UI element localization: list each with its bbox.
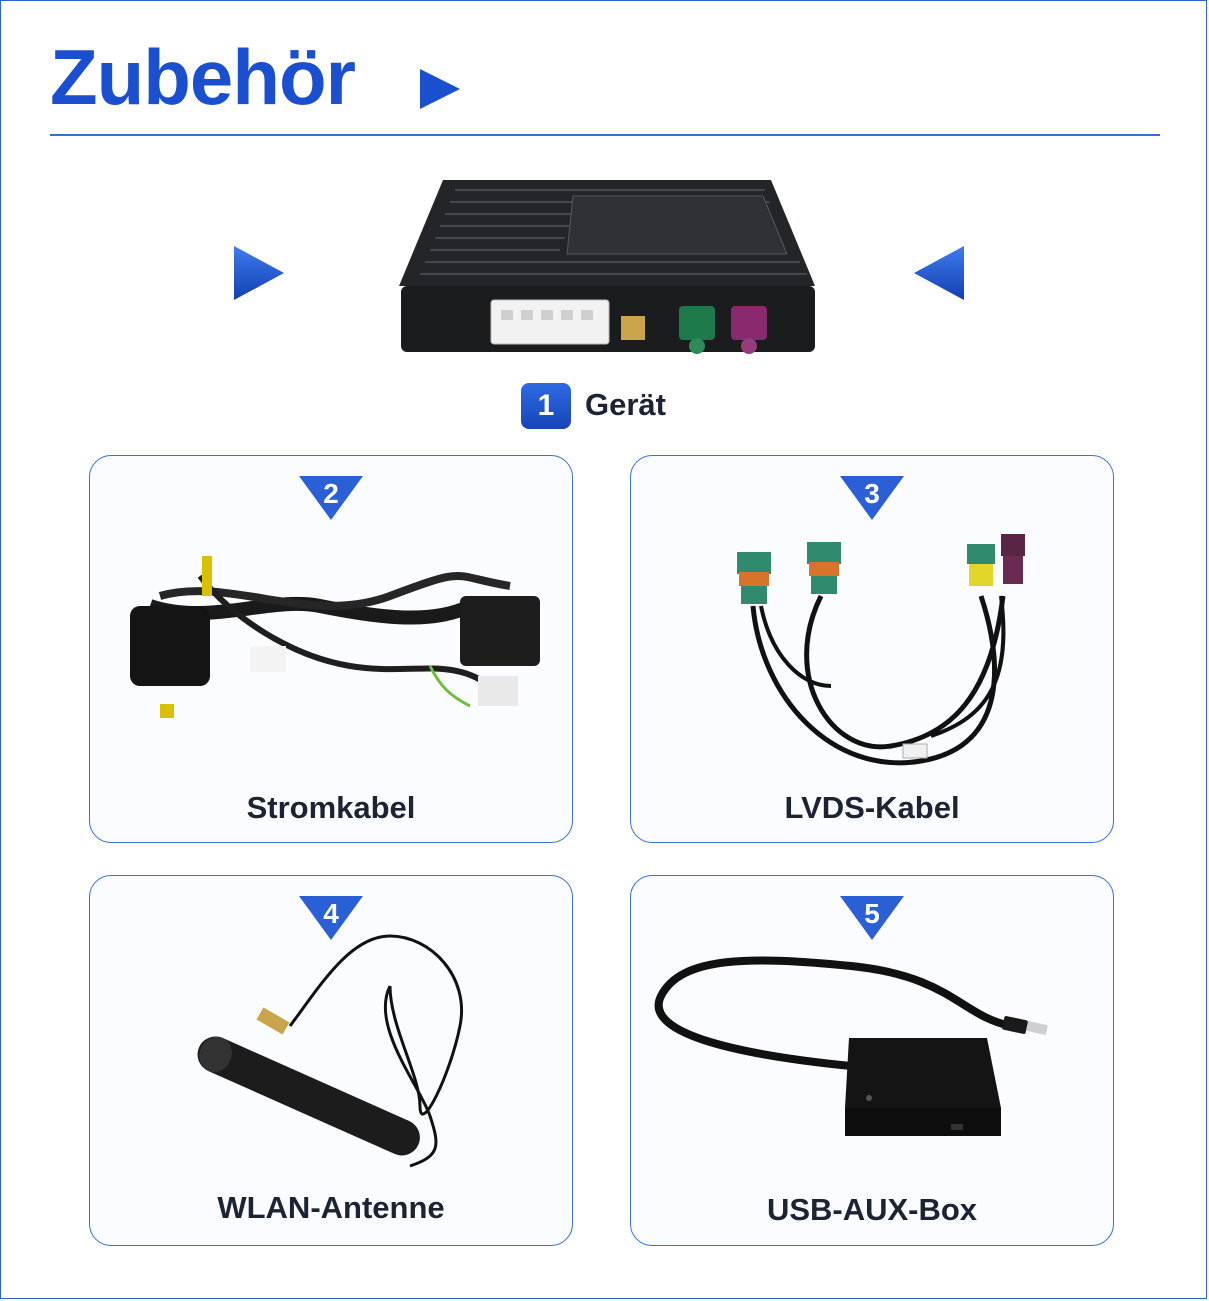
card-label: WLAN-Antenne bbox=[217, 1190, 445, 1225]
device-label: Gerät bbox=[585, 387, 666, 422]
device-image bbox=[399, 180, 815, 354]
card-stromkabel: 2 Stromkabel bbox=[89, 455, 573, 843]
badge-triangle-icon bbox=[840, 476, 904, 520]
arrow-right-icon bbox=[234, 246, 284, 300]
card-label: LVDS-Kabel bbox=[784, 790, 960, 825]
card-number: 2 bbox=[323, 478, 339, 509]
arrow-left-icon bbox=[914, 246, 964, 300]
usb-aux-box-image bbox=[654, 956, 1048, 1136]
power-cable-image bbox=[130, 556, 540, 718]
wlan-antenna-image bbox=[197, 934, 463, 1168]
play-arrow-icon bbox=[420, 69, 460, 109]
lvds-cable-image bbox=[737, 534, 1025, 766]
card-number: 3 bbox=[864, 478, 880, 509]
card-lvds-kabel: 3 LVDS-Kabel bbox=[630, 455, 1114, 843]
badge-triangle-icon bbox=[299, 476, 363, 520]
badge-triangle-icon bbox=[840, 896, 904, 940]
card-number: 4 bbox=[323, 898, 339, 929]
card-number: 5 bbox=[864, 898, 880, 929]
header-divider bbox=[50, 134, 1160, 136]
badge-triangle-icon bbox=[299, 896, 363, 940]
card-label: Stromkabel bbox=[246, 790, 416, 825]
card-usb-aux-box: 5 USB-AUX-Box bbox=[630, 875, 1114, 1246]
page-title: Zubehör bbox=[50, 33, 356, 121]
card-label: USB-AUX-Box bbox=[766, 1192, 978, 1227]
device-number-badge: 1 bbox=[521, 383, 571, 429]
card-wlan-antenne: 4 WLAN-Antenne bbox=[89, 875, 573, 1246]
